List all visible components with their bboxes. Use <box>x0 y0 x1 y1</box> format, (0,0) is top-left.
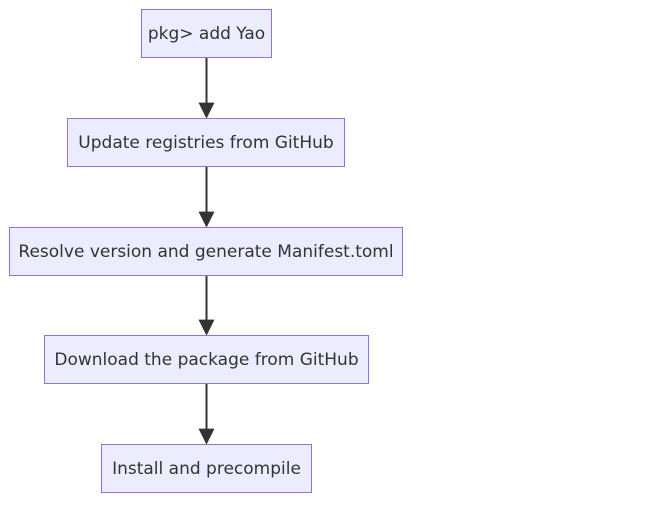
node-label: Download the package from GitHub <box>54 349 359 370</box>
node-resolve-version: Resolve version and generate Manifest.to… <box>9 227 403 276</box>
node-label: Update registries from GitHub <box>78 132 334 153</box>
node-label: Install and precompile <box>112 458 301 479</box>
node-update-registries: Update registries from GitHub <box>67 118 345 167</box>
node-install-precompile: Install and precompile <box>101 444 312 493</box>
node-pkg-add-yao: pkg> add Yao <box>141 9 272 58</box>
node-label: pkg> add Yao <box>147 23 266 44</box>
node-download-package: Download the package from GitHub <box>44 335 369 384</box>
node-label: Resolve version and generate Manifest.to… <box>18 241 394 262</box>
